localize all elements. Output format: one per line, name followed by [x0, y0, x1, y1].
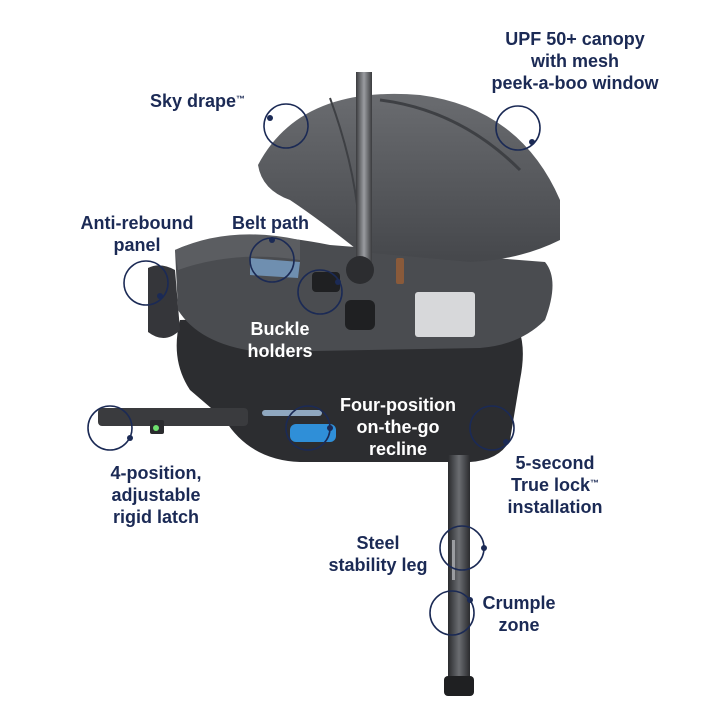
- callout-ring-anti-rebound: [123, 260, 169, 306]
- callout-ring-crumple-zone: [429, 590, 475, 636]
- callout-ring-sky-drape: [263, 103, 309, 149]
- label-steel-leg: Steel stability leg: [328, 533, 428, 575]
- carry-handle: [356, 72, 372, 278]
- callout-ring-true-lock: [469, 405, 515, 451]
- canopy: [258, 93, 560, 262]
- belt-path-guide: [250, 258, 300, 278]
- label-latch: 4-position, adjustable rigid latch: [110, 463, 202, 527]
- callout-ring-canopy: [495, 105, 541, 151]
- label-sky-drape: Sky drape™: [150, 91, 246, 111]
- label-canopy: UPF 50+ canopy with mesh peek-a-boo wind…: [491, 29, 659, 93]
- stability-leg: [448, 455, 470, 680]
- label-belt-path: Belt path: [232, 213, 310, 233]
- rigid-latch: [98, 408, 248, 426]
- label-recline: Four-position on-the-go recline: [340, 395, 456, 459]
- anti-rebound-panel: [148, 265, 180, 339]
- label-crumple-zone: Crumple zone: [482, 593, 556, 635]
- label-anti-rebound: Anti-rebound panel: [80, 213, 194, 255]
- callout-ring-buckle-holders: [297, 269, 343, 315]
- seat-label-panel: [415, 292, 475, 337]
- recline-indicator: [290, 424, 336, 442]
- label-buckle-holders: Buckle holders: [247, 319, 313, 361]
- callout-ring-latch: [87, 405, 133, 451]
- buckle-holder: [312, 272, 340, 292]
- label-true-lock: 5-second True lock™ installation: [507, 453, 603, 517]
